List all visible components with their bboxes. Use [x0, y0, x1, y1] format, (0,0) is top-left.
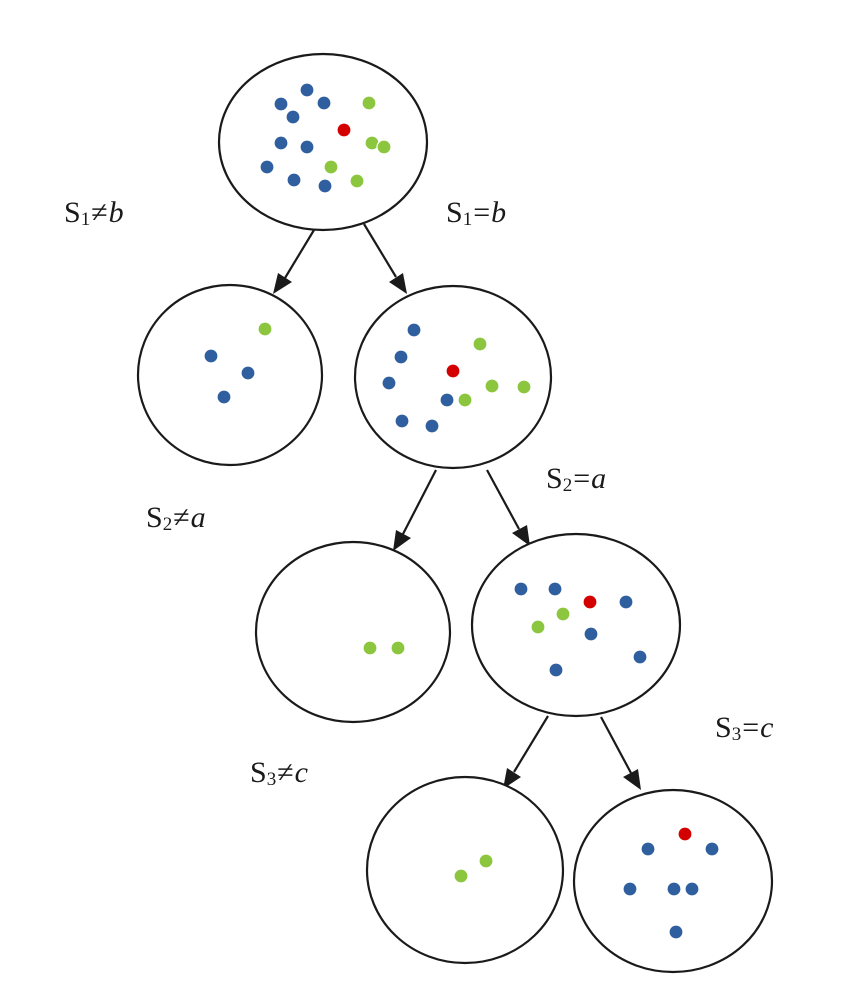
- dots-level3-right: [622, 826, 720, 940]
- red-dot: [336, 122, 352, 138]
- blue-dot: [216, 389, 232, 405]
- blue-dot: [622, 881, 638, 897]
- green-dot: [362, 640, 378, 656]
- green-dot: [484, 378, 500, 394]
- dots-level1-left: [203, 321, 273, 405]
- blue-dot: [618, 594, 634, 610]
- blue-dot: [668, 924, 684, 940]
- red-dot: [677, 826, 693, 842]
- blue-dot: [317, 178, 333, 194]
- blue-dot: [381, 375, 397, 391]
- green-dot: [376, 139, 392, 155]
- green-dot: [478, 853, 494, 869]
- green-dot: [530, 619, 546, 635]
- red-dot: [582, 594, 598, 610]
- green-dot: [472, 336, 488, 352]
- node-level2-right: [470, 532, 682, 718]
- green-dot: [390, 640, 406, 656]
- data-points: [203, 82, 720, 940]
- blue-dot: [394, 413, 410, 429]
- green-dot: [555, 606, 571, 622]
- blue-dot: [240, 365, 256, 381]
- arrowhead-level2-right: [623, 769, 641, 790]
- blue-dot: [259, 159, 275, 175]
- label-s1-not-b: S1≠b: [64, 196, 124, 230]
- label-s1-eq-b: S1=b: [446, 196, 507, 230]
- green-dot: [349, 173, 365, 189]
- edge-root-to-level1-right: [363, 223, 397, 278]
- blue-dot: [285, 109, 301, 125]
- edge-level2-to-level3-left: [513, 715, 549, 773]
- blue-dot: [632, 649, 648, 665]
- node-root: [217, 52, 429, 232]
- arrowhead-root-right: [389, 273, 407, 294]
- node-level1-left: [136, 283, 324, 467]
- red-dot: [445, 363, 461, 379]
- dots-level1-right: [381, 322, 532, 434]
- dots-level2-right: [513, 581, 648, 678]
- green-dot: [257, 321, 273, 337]
- dots-level3-left: [453, 853, 494, 884]
- green-dot: [323, 159, 339, 175]
- blue-dot: [299, 139, 315, 155]
- blue-dot: [640, 841, 656, 857]
- blue-dot: [513, 581, 529, 597]
- label-s2-eq-a: S2=a: [546, 462, 607, 496]
- blue-dot: [273, 135, 289, 151]
- blue-dot: [583, 626, 599, 642]
- edge-level2-to-level3-right: [600, 716, 632, 774]
- blue-dot: [273, 96, 289, 112]
- edge-level1-to-level2-right: [486, 469, 520, 530]
- blue-dot: [393, 349, 409, 365]
- blue-dot: [299, 82, 315, 98]
- green-dot: [457, 392, 473, 408]
- edge-level1-to-level2-left: [402, 469, 437, 535]
- blue-dot: [547, 581, 563, 597]
- arrowhead-level2-left: [503, 768, 521, 789]
- blue-dot: [684, 881, 700, 897]
- dots-level2-left: [362, 640, 406, 656]
- blue-dot: [704, 841, 720, 857]
- blue-dot: [406, 322, 422, 338]
- label-s3-not-c: S3≠c: [250, 756, 308, 790]
- blue-dot: [203, 348, 219, 364]
- node-level3-right: [572, 788, 774, 974]
- edges: [273, 223, 641, 790]
- arrowhead-level1-right: [512, 525, 530, 546]
- nodes: [136, 52, 774, 974]
- blue-dot: [439, 392, 455, 408]
- node-level2-left: [254, 540, 452, 724]
- blue-dot: [548, 662, 564, 678]
- blue-dot: [666, 881, 682, 897]
- label-s3-eq-c: S3=c: [715, 711, 774, 745]
- green-dot: [361, 95, 377, 111]
- green-dot: [453, 868, 469, 884]
- label-s2-not-a: S2≠a: [146, 501, 206, 535]
- dots-root: [259, 82, 392, 194]
- blue-dot: [286, 172, 302, 188]
- blue-dot: [316, 95, 332, 111]
- blue-dot: [424, 418, 440, 434]
- green-dot: [516, 379, 532, 395]
- edge-root-to-level1-left: [284, 229, 315, 279]
- arrowhead-root-left: [273, 273, 292, 294]
- arrowhead-level1-left: [393, 530, 411, 551]
